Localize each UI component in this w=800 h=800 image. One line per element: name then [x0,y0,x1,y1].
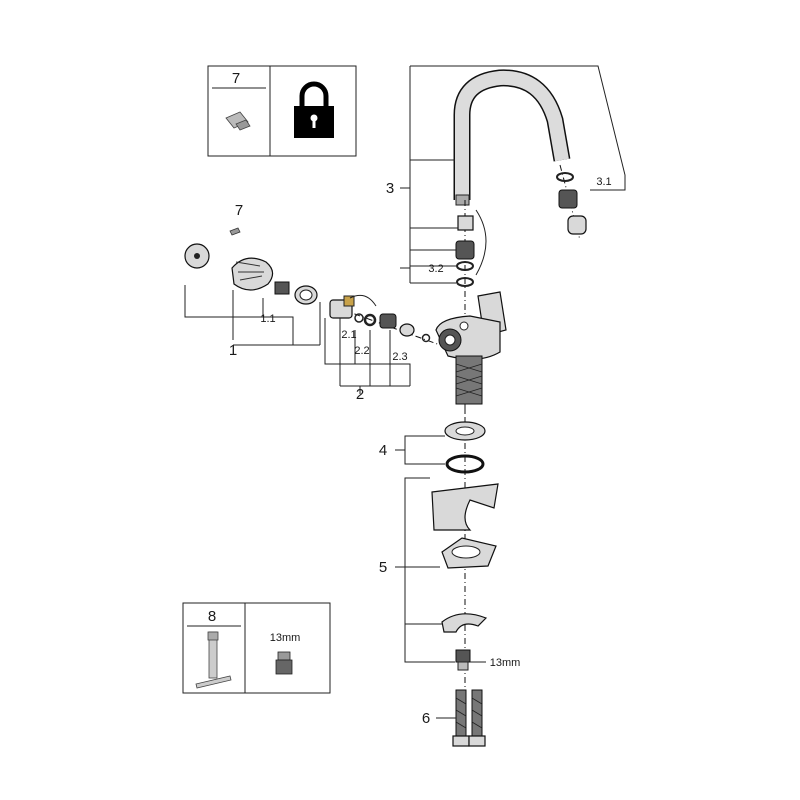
label-3-2: 3.2 [428,263,443,275]
legend-8-size: 13mm [270,632,301,644]
faucet-body [435,291,507,405]
label-13mm: 13mm [490,657,521,669]
label-4: 4 [379,442,387,459]
mounting-set [431,483,499,671]
label-3-1: 3.1 [596,176,611,188]
label-2-3: 2.3 [392,351,407,363]
box-spanner-icon [195,631,232,689]
label-5: 5 [379,559,387,576]
label-2: 2 [356,386,364,403]
supply-hoses [452,689,486,747]
padlock-icon [294,81,334,138]
legend-box-7: 7 [207,65,357,157]
handle-assembly: 7 [184,202,318,305]
legend-7-number: 7 [232,70,240,87]
spout-base-parts [455,200,487,420]
label-1: 1 [229,342,237,359]
legend-box-8: 8 13mm [182,602,331,694]
label-3: 3 [386,180,394,197]
label-7-screw: 7 [235,202,243,219]
label-6: 6 [422,710,430,727]
aerator-parts [556,164,587,241]
nut-icon [275,651,293,675]
label-2-1: 2.1 [341,329,356,341]
cartridge-parts [329,294,441,346]
grub-screw-icon [225,111,251,131]
label-2-2: 2.2 [354,345,369,357]
label-1-1: 1.1 [260,313,275,325]
washers [444,421,486,474]
spout [453,69,571,206]
legend-8-number: 8 [208,608,216,625]
